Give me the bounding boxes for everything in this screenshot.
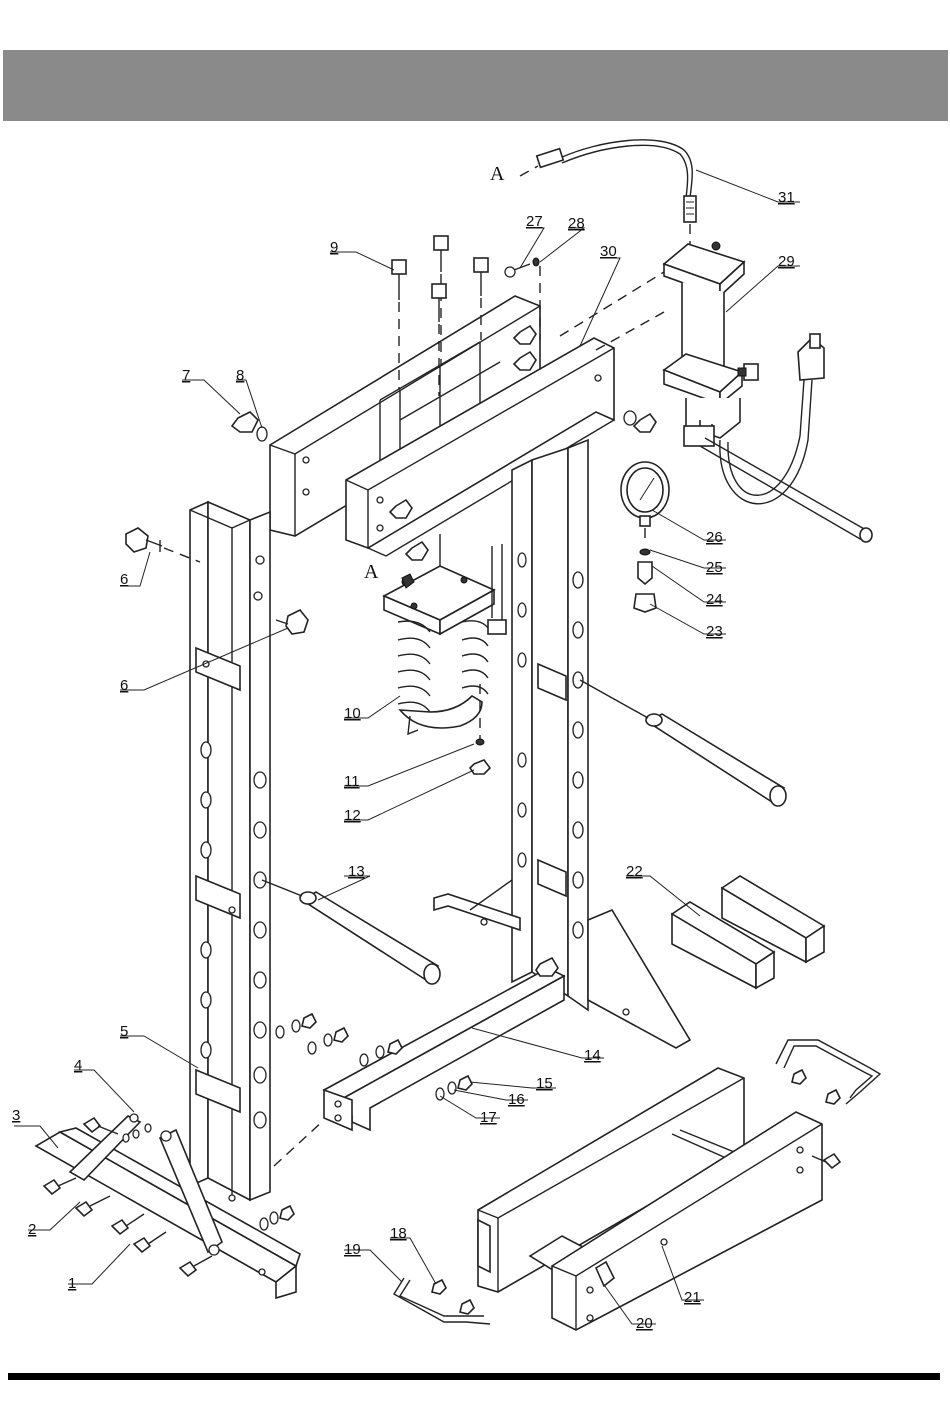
view-marker-top: A: [490, 163, 505, 185]
part-label-1: 1: [68, 1275, 76, 1292]
hose-assembly: [520, 140, 696, 244]
part-label-13: 13: [348, 863, 365, 880]
part-label-26: 26: [706, 529, 723, 546]
part-label-22: 22: [626, 863, 643, 880]
part-label-21: 21: [684, 1289, 701, 1306]
part-label-16: 16: [508, 1091, 525, 1108]
footer-rule: [8, 1373, 940, 1380]
top-beam: [270, 296, 656, 560]
hydraulic-cylinder: [664, 242, 758, 446]
part-label-4: 4: [74, 1057, 82, 1074]
part-label-27: 27: [526, 213, 543, 230]
part-label-17: 17: [480, 1109, 497, 1126]
pressure-gauge: [621, 462, 669, 612]
part-label-11: 11: [344, 773, 360, 790]
part-label-19: 19: [344, 1241, 361, 1258]
part-label-9: 9: [330, 239, 338, 256]
part-label-10: 10: [344, 705, 361, 722]
part-label-5: 5: [120, 1023, 128, 1040]
part-label-30: 30: [600, 243, 617, 260]
part-label-29: 29: [778, 253, 795, 270]
part-label-23: 23: [706, 623, 723, 640]
part-label-3: 3: [12, 1107, 20, 1124]
right-upright: [512, 440, 588, 1010]
part-label-25: 25: [706, 559, 723, 576]
view-marker-ram: A: [364, 561, 379, 583]
lower-beam: [274, 958, 564, 1166]
part-label-15: 15: [536, 1075, 553, 1092]
part-label-20: 20: [636, 1315, 653, 1332]
part-label-6a: 6: [120, 571, 128, 588]
ram-assembly: [384, 534, 506, 774]
part-label-14: 14: [584, 1047, 601, 1064]
left-upright: [190, 502, 270, 1200]
part-label-31: 31: [778, 189, 795, 206]
part-label-28: 28: [568, 215, 585, 232]
part-label-24: 24: [706, 591, 723, 608]
part-label-18: 18: [390, 1225, 407, 1242]
part-label-12: 12: [344, 807, 361, 824]
part-label-2: 2: [28, 1221, 36, 1238]
press-blocks: [672, 876, 824, 988]
part-label-6b: 6: [120, 677, 128, 694]
part-label-7: 7: [182, 367, 190, 384]
part-label-8: 8: [236, 367, 244, 384]
